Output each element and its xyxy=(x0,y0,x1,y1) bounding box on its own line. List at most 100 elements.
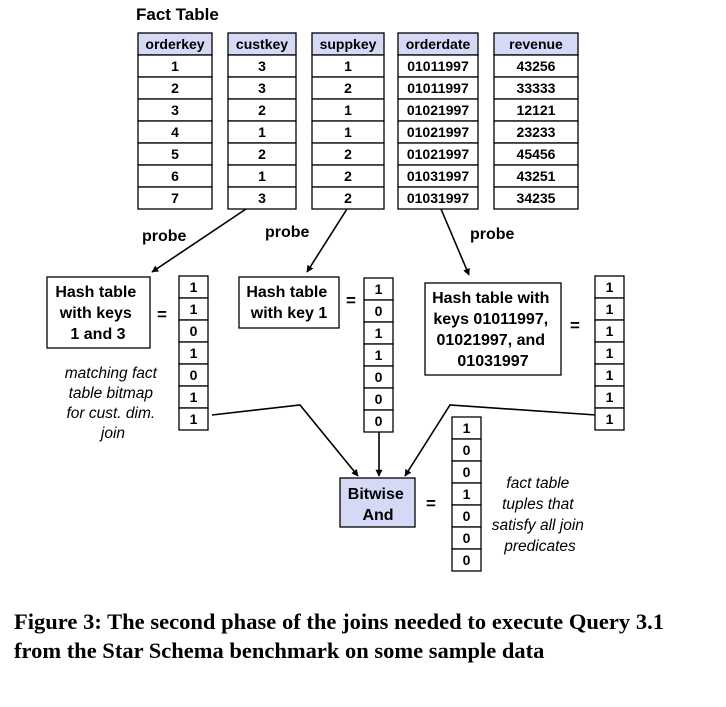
bitmap-bit: 1 xyxy=(606,367,614,383)
table-cell: 2 xyxy=(344,168,352,184)
table-cell: 43251 xyxy=(517,168,556,184)
bitwise-and-line: Bitwise xyxy=(348,486,404,503)
bitmap-bit: 1 xyxy=(375,347,383,363)
table-cell: 3 xyxy=(258,190,266,206)
column-header: orderdate xyxy=(406,36,471,52)
bitmap-cell-bg xyxy=(594,407,625,431)
bitmap-bit: 1 xyxy=(375,281,383,297)
table-cell: 23233 xyxy=(517,124,556,140)
bitmap-bit: 1 xyxy=(190,301,198,317)
hash-table-supp xyxy=(238,276,340,329)
table-cell-bg xyxy=(227,186,297,210)
table-cell: 3 xyxy=(171,102,179,118)
equals-sign: = xyxy=(570,316,580,335)
result-note-line: predicates xyxy=(503,538,576,555)
table-cell: 2 xyxy=(171,80,179,96)
bitmap-bit: 1 xyxy=(606,389,614,405)
bitmap-cell-bg xyxy=(178,407,209,431)
diagram-arrows xyxy=(151,208,597,477)
fact-table: orderkey1234567custkey3321213suppkey1211… xyxy=(137,32,579,210)
result-note-line: fact table xyxy=(506,475,569,492)
hash-table-supp-line: with key 1 xyxy=(250,305,328,322)
hash-table-date-line: 01031997 xyxy=(457,353,528,370)
bitmap-bit: 1 xyxy=(463,420,471,436)
table-cell: 3 xyxy=(258,58,266,74)
bitmap-bit: 1 xyxy=(190,345,198,361)
table-cell: 2 xyxy=(344,146,352,162)
table-cell: 3 xyxy=(258,80,266,96)
table-cell: 5 xyxy=(171,146,179,162)
hash-table-cust-line: Hash table xyxy=(55,284,136,301)
bitmap-bit: 1 xyxy=(190,389,198,405)
table-cell: 4 xyxy=(171,124,179,140)
bitmap-bit: 1 xyxy=(375,325,383,341)
result-note-line: tuples that xyxy=(502,496,574,513)
hash-table-date xyxy=(424,282,562,376)
bitmap-bit: 0 xyxy=(463,530,471,546)
bitmap-bit: 0 xyxy=(190,323,198,339)
bitmap-bit: 0 xyxy=(375,413,383,429)
table-cell-bg xyxy=(493,186,579,210)
bitmap-bit: 0 xyxy=(463,442,471,458)
column-header: revenue xyxy=(509,36,563,52)
svg-text:fact table tuples that: fact table tuples that satisfy all join … xyxy=(492,475,589,555)
bitmap-note-line: join xyxy=(99,425,125,442)
table-cell: 2 xyxy=(344,80,352,96)
hash-table-supp-line: Hash table xyxy=(246,284,327,301)
probe-arrow-cust xyxy=(151,208,247,273)
table-cell: 01021997 xyxy=(407,124,470,140)
bitmap-bit: 0 xyxy=(375,303,383,319)
table-cell-bg xyxy=(137,186,213,210)
fact-table-title: Fact Table xyxy=(136,5,219,24)
bitmap-bit: 0 xyxy=(463,552,471,568)
bitmap-bit: 1 xyxy=(190,279,198,295)
bitmap-bit: 1 xyxy=(606,345,614,361)
table-cell: 1 xyxy=(344,58,352,74)
table-cell: 01031997 xyxy=(407,190,470,206)
hash-table-cust xyxy=(46,276,151,349)
bitmap-bit: 1 xyxy=(606,411,614,427)
hash-table-date-line: 01021997, and xyxy=(437,332,546,349)
table-cell: 01011997 xyxy=(407,80,469,96)
table-cell: 1 xyxy=(344,102,352,118)
hash-table-cust-line: 1 and 3 xyxy=(70,326,125,343)
probe-label-supp: probe xyxy=(265,224,310,241)
table-cell: 1 xyxy=(171,58,179,74)
bitmap-note-line: for cust. dim. xyxy=(66,405,155,422)
bitmap-cell-bg xyxy=(451,548,482,572)
bitmap-bit: 1 xyxy=(606,301,614,317)
probe-arrow-supp xyxy=(306,208,348,273)
bitmap-arrow-date xyxy=(404,404,597,477)
hash-table-cust-line: with keys xyxy=(59,305,132,322)
svg-text:matching fact table bitmap: matching fact table bitmap for cust. dim… xyxy=(65,365,162,442)
fact-table-column: revenue432563333312121232334545643251342… xyxy=(493,32,579,210)
equals-sign: = xyxy=(426,494,436,513)
table-cell: 01011997 xyxy=(407,58,469,74)
bitmap-bit: 0 xyxy=(375,369,383,385)
table-cell: 01021997 xyxy=(407,102,470,118)
bitwise-and-box xyxy=(339,477,416,528)
table-cell: 2 xyxy=(258,146,266,162)
table-cell: 1 xyxy=(258,124,266,140)
result-note-line: satisfy all join xyxy=(492,517,584,534)
hash-table-date-line: keys 01011997, xyxy=(433,311,548,328)
figure-caption: Figure 3: The second phase of the joins … xyxy=(14,609,664,663)
svg-text:Hash table with keys 1: Hash table with keys 1 and 3 xyxy=(55,284,140,343)
bitmap-cell-bg xyxy=(363,409,394,433)
fact-table-column: orderdate 01011997 01011997 01021997 0102199… xyxy=(397,32,479,210)
table-cell-bg xyxy=(397,186,479,210)
bitmap-arrow-cust xyxy=(211,404,359,477)
table-cell: 2 xyxy=(258,102,266,118)
join-diagram: Fact Table orderkey1234567custkey3321213… xyxy=(46,5,625,572)
equals-sign: = xyxy=(346,291,356,310)
table-cell-bg xyxy=(311,186,385,210)
bitmap-bit: 0 xyxy=(463,508,471,524)
table-cell: 33333 xyxy=(517,80,556,96)
probe-label-cust: probe xyxy=(142,228,187,245)
bitmap-bit: 1 xyxy=(606,323,614,339)
table-cell: 01031997 xyxy=(407,168,470,184)
bitmap-bit: 0 xyxy=(463,464,471,480)
